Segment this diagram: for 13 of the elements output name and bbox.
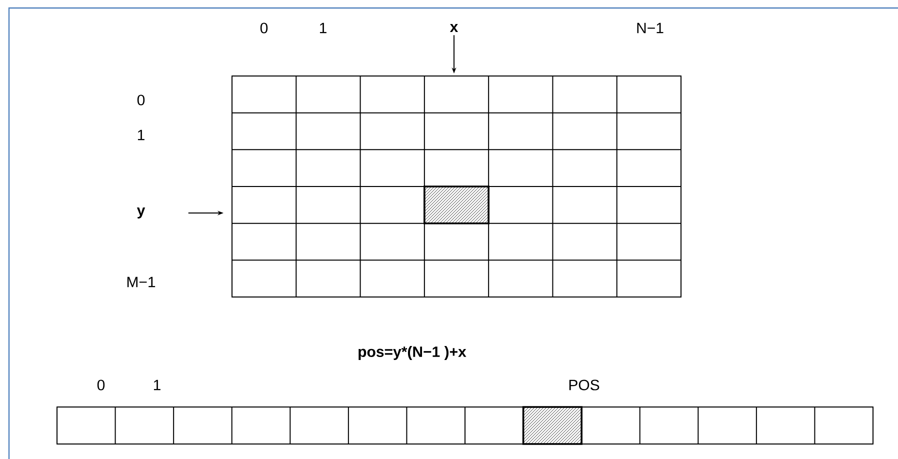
index-label: 0 — [137, 94, 145, 106]
index-label: N−1 — [637, 22, 664, 34]
index-label: POS — [569, 380, 600, 390]
axis-variable: x — [450, 24, 458, 32]
index-label: 1 — [154, 380, 160, 390]
index-label: 1 — [138, 130, 144, 140]
axis-variable: y — [136, 208, 146, 219]
formula: pos=y*(N−1 )+x — [358, 346, 466, 360]
index-label: M−1 — [127, 276, 156, 288]
index-label: 0 — [97, 380, 105, 390]
table-grid — [232, 76, 682, 298]
index-label: 1 — [320, 22, 326, 34]
index-label: 0 — [260, 22, 268, 34]
